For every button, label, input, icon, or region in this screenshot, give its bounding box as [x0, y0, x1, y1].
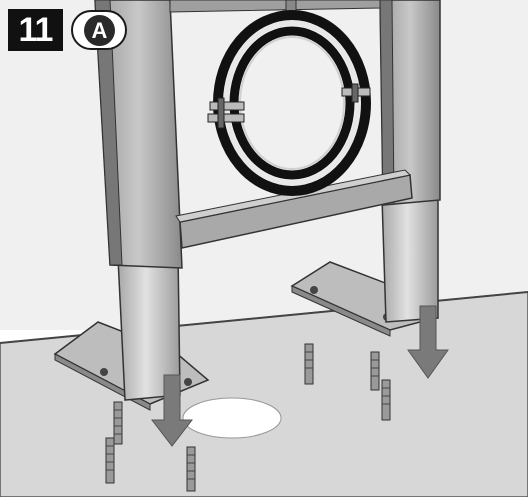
anchor-bolt [304, 343, 314, 385]
right-leg [381, 195, 439, 323]
step-number-badge: 11 [8, 9, 63, 51]
variant-badge: A [71, 10, 127, 50]
variant-letter: A [84, 15, 115, 46]
anchor-bolt [186, 446, 196, 492]
anchor-bolt [370, 351, 380, 391]
anchor-bolt [113, 401, 123, 445]
anchor-bolt-icon [105, 343, 391, 492]
floor-hole-icon [182, 397, 282, 439]
down-arrow-icon [407, 305, 449, 379]
top-rail [169, 0, 381, 13]
down-arrow-icon [150, 374, 194, 447]
anchor-bolt [381, 379, 391, 421]
pipe-clamp-icon [207, 10, 371, 196]
anchor-bolt [105, 437, 115, 484]
